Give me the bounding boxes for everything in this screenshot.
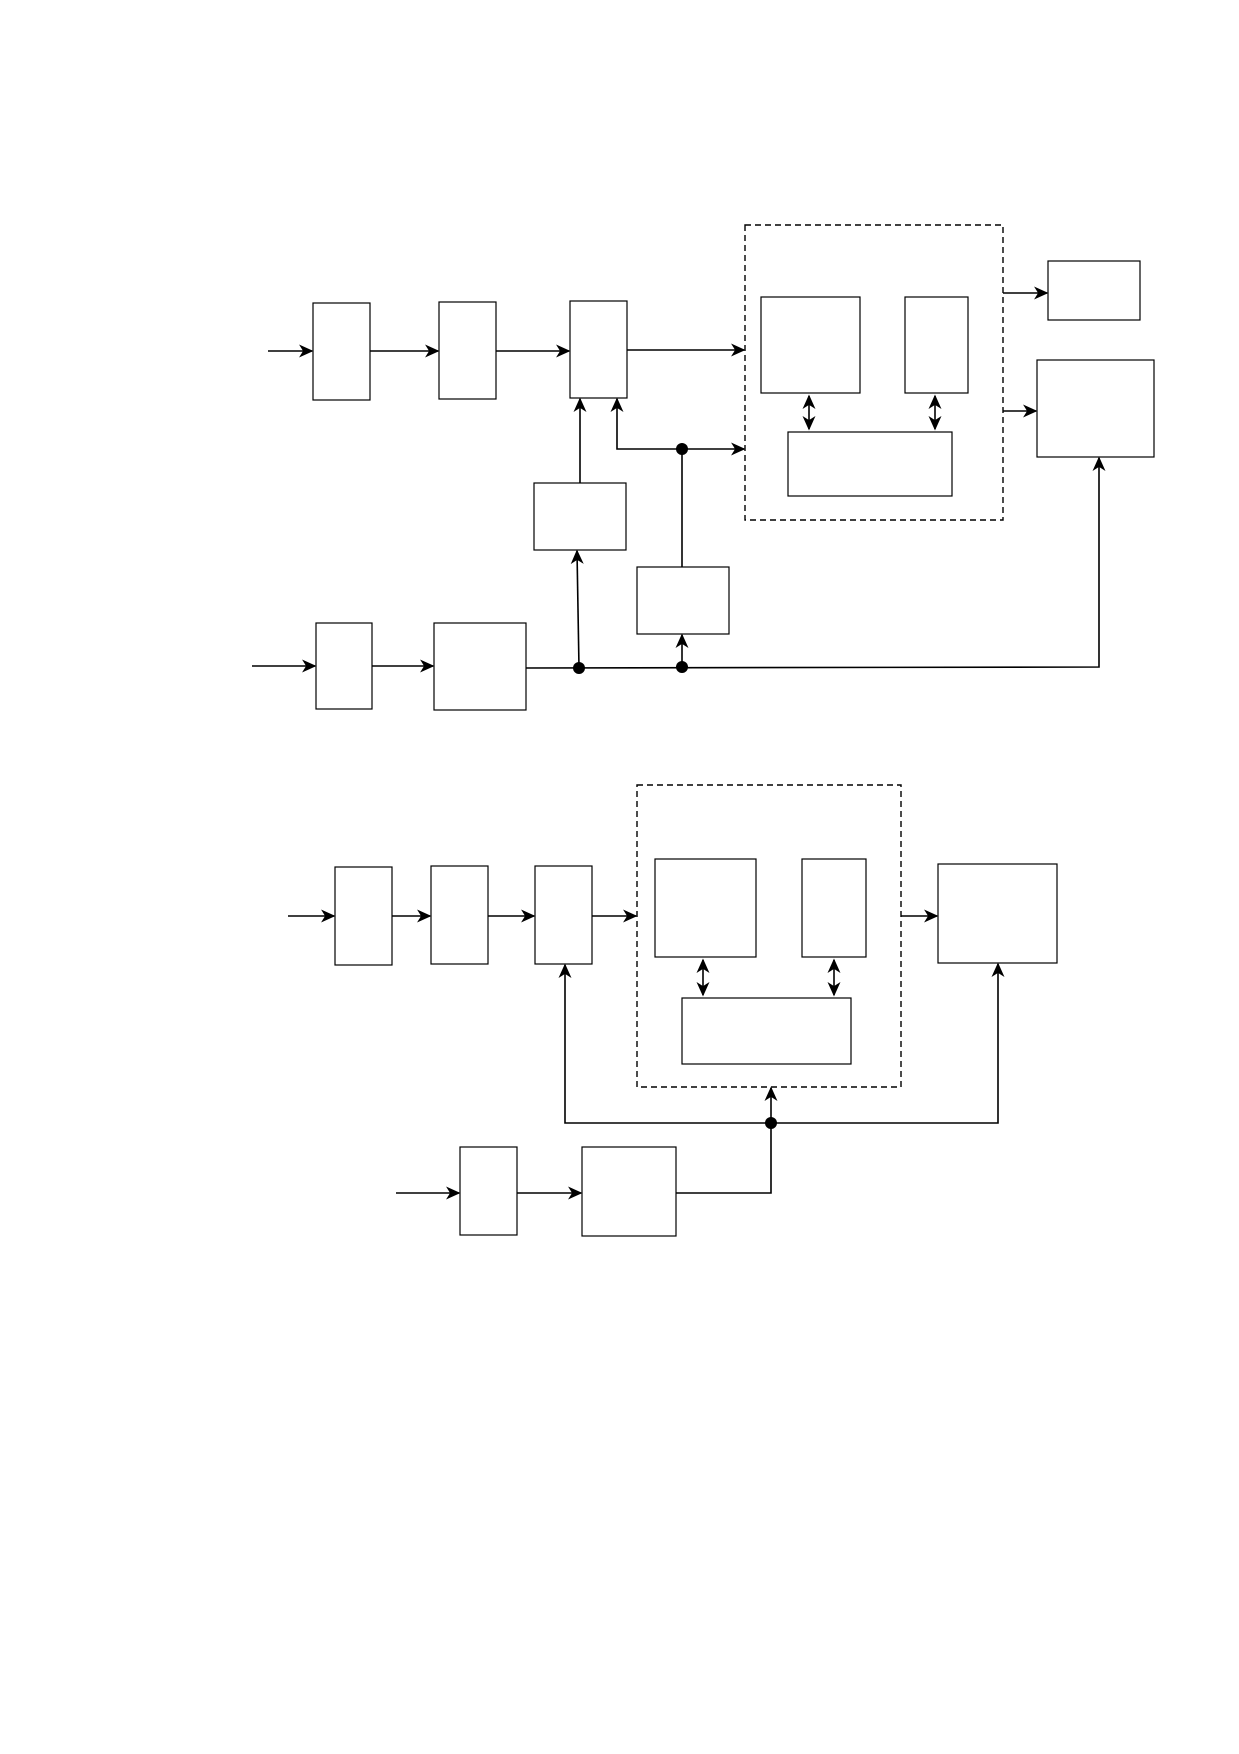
top-feedback-to-3 [610,397,682,450]
top-group-block-c [787,431,953,497]
top-output-block-1 [1047,260,1141,321]
bottom-figure [288,784,1058,1237]
bottom-block-4 [459,1146,518,1236]
bottom-block-2 [430,865,489,965]
bottom-block-3 [534,865,593,965]
top-block-3 [569,300,628,399]
top-block-6 [315,622,373,710]
bottom-output-block [937,863,1058,964]
bottom-block-5 [581,1146,677,1237]
bottom-group-block-b [801,858,867,958]
top-arrow-bus-4 [570,549,584,669]
bottom-group-block-a [654,858,757,958]
top-junction-dot-3 [676,661,688,673]
top-block-1 [312,302,371,401]
bottom-junction-dot [765,1117,777,1129]
top-junction-dot-1 [676,443,688,455]
top-block-4 [533,482,627,551]
top-output-block-2 [1036,359,1155,458]
bottom-wire-5-junction [676,1123,772,1194]
top-bus-to-output-2 [525,456,1106,669]
bottom-block-1 [334,866,393,966]
top-group-block-a [760,296,861,394]
top-group-block-b [904,296,969,394]
bottom-feedback-to-3 [558,963,771,1124]
bottom-wire-to-output [771,962,1005,1124]
bottom-dashed-group [636,784,902,1088]
top-block-2 [438,301,497,400]
top-block-5 [636,566,730,635]
bottom-group-block-c [681,997,852,1065]
top-block-7 [433,622,527,711]
top-junction-dot-2 [573,662,585,674]
top-dashed-group [744,224,1004,521]
top-figure [252,224,1155,711]
